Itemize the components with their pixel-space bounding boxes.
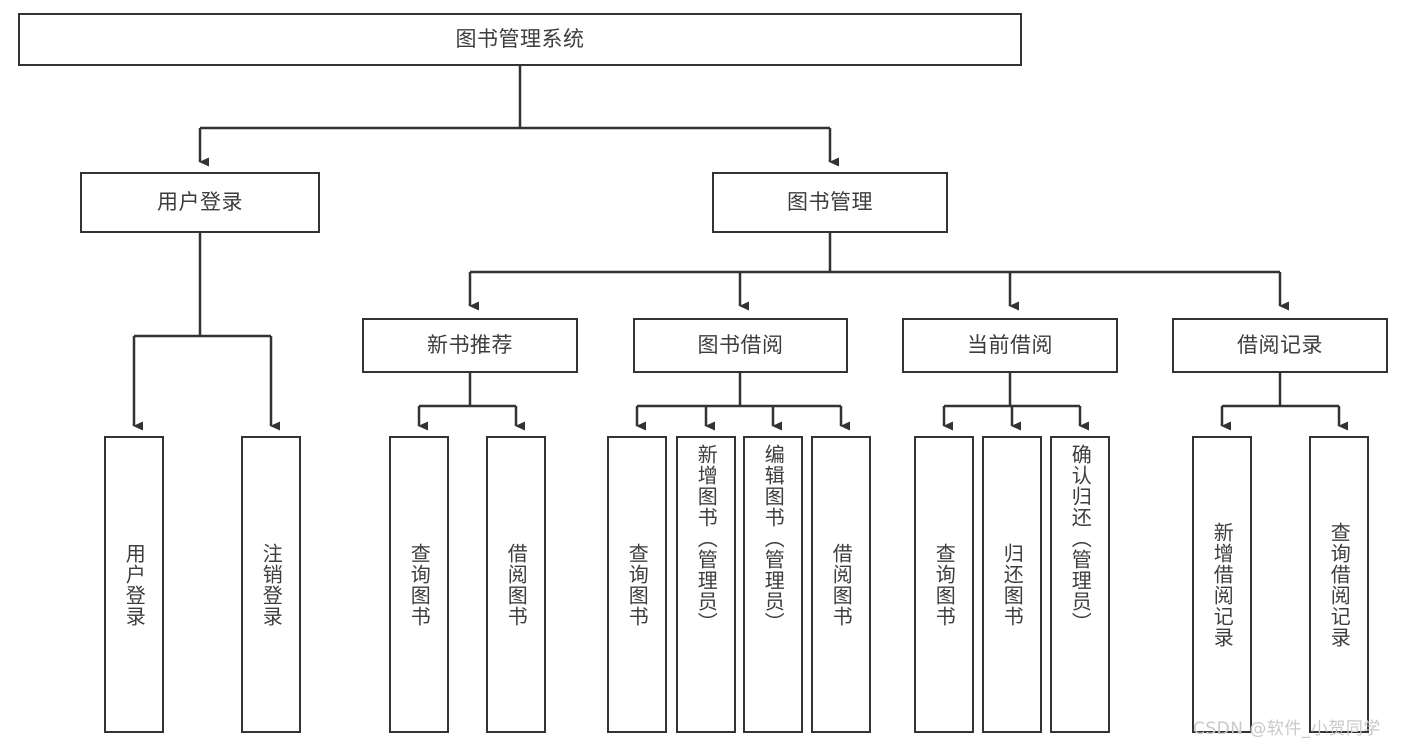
node-label: 图书管理 bbox=[787, 190, 873, 215]
node-book-management[interactable]: 图书管理 bbox=[712, 172, 948, 233]
leaf-book-borrow-add-book-admin[interactable]: 新增图书（管理员） bbox=[676, 436, 736, 733]
leaf-label: 注销登录 bbox=[259, 542, 284, 627]
node-label: 图书借阅 bbox=[697, 333, 784, 358]
node-label: 用户登录 bbox=[157, 190, 243, 215]
csdn-watermark: CSDN @软件_小贺同学 bbox=[1193, 719, 1381, 739]
node-root-book-management-system[interactable]: 图书管理系统 bbox=[18, 13, 1022, 66]
leaf-user-login-logout[interactable]: 注销登录 bbox=[241, 436, 301, 733]
leaf-book-borrow-borrow-book[interactable]: 借阅图书 bbox=[811, 436, 871, 733]
node-borrow-record[interactable]: 借阅记录 bbox=[1172, 318, 1388, 373]
leaf-new-book-query-book[interactable]: 查询图书 bbox=[389, 436, 449, 733]
leaf-label: 查询图书 bbox=[932, 542, 957, 627]
node-new-book-recommend[interactable]: 新书推荐 bbox=[362, 318, 578, 373]
leaf-label: 新增借阅记录 bbox=[1210, 521, 1235, 648]
leaf-label: 借阅图书 bbox=[504, 542, 529, 627]
leaf-new-book-borrow-book[interactable]: 借阅图书 bbox=[486, 436, 546, 733]
leaf-label: 查询图书 bbox=[625, 542, 650, 627]
leaf-label: 查询图书 bbox=[407, 542, 432, 627]
leaf-label: 编辑图书（管理员） bbox=[761, 444, 786, 633]
leaf-current-borrow-confirm-return-admin[interactable]: 确认归还（管理员） bbox=[1050, 436, 1110, 733]
leaf-book-borrow-edit-book-admin[interactable]: 编辑图书（管理员） bbox=[743, 436, 803, 733]
leaf-label: 借阅图书 bbox=[829, 542, 854, 627]
node-label: 当前借阅 bbox=[967, 333, 1053, 358]
node-label: 新书推荐 bbox=[427, 333, 513, 358]
node-current-borrow[interactable]: 当前借阅 bbox=[902, 318, 1118, 373]
leaf-user-login-login[interactable]: 用户登录 bbox=[104, 436, 164, 733]
leaf-label: 确认归还（管理员） bbox=[1068, 444, 1093, 633]
leaf-label: 用户登录 bbox=[122, 542, 147, 627]
node-label: 图书管理系统 bbox=[455, 27, 585, 52]
leaf-label: 归还图书 bbox=[1000, 542, 1025, 627]
leaf-borrow-record-add-record[interactable]: 新增借阅记录 bbox=[1192, 436, 1252, 733]
node-book-borrow[interactable]: 图书借阅 bbox=[633, 318, 848, 373]
node-label: 借阅记录 bbox=[1237, 333, 1323, 358]
leaf-label: 新增图书（管理员） bbox=[694, 444, 719, 633]
leaf-label: 查询借阅记录 bbox=[1327, 521, 1352, 648]
leaf-borrow-record-query-record[interactable]: 查询借阅记录 bbox=[1309, 436, 1369, 733]
leaf-current-borrow-return-book[interactable]: 归还图书 bbox=[982, 436, 1042, 733]
leaf-book-borrow-query-book[interactable]: 查询图书 bbox=[607, 436, 667, 733]
node-user-login[interactable]: 用户登录 bbox=[80, 172, 320, 233]
leaf-current-borrow-query-book[interactable]: 查询图书 bbox=[914, 436, 974, 733]
